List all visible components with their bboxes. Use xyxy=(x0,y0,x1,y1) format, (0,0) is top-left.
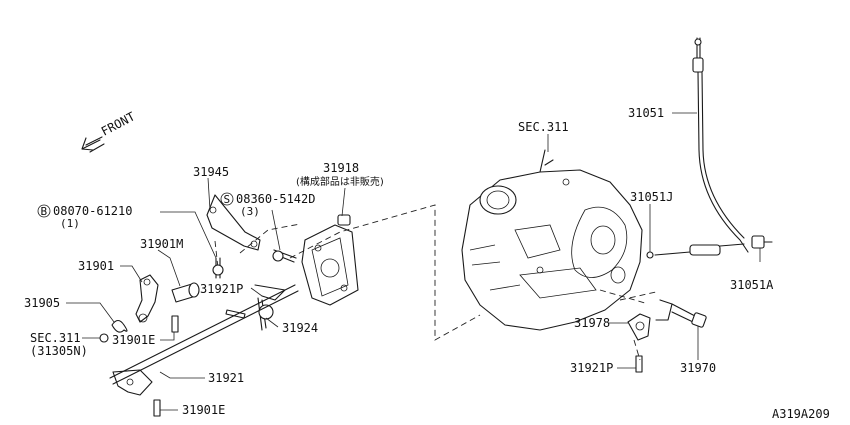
label-31970: 31970 xyxy=(680,361,716,375)
bolt-symbol-letter: B xyxy=(41,205,48,218)
label-31901E-lower: 31901E xyxy=(182,403,225,417)
diagram-code: A319A209 xyxy=(772,407,830,421)
label-31051: 31051 xyxy=(628,106,664,120)
right-lower-parts xyxy=(627,299,707,373)
label-31051A: 31051A xyxy=(730,278,774,292)
label-bolt-08070-61210: 08070-61210 xyxy=(53,204,132,218)
label-31901M: 31901M xyxy=(140,237,183,251)
label-31051J: 31051J xyxy=(630,190,673,204)
bolt-symbol-circle xyxy=(37,204,51,218)
screw-symbol-letter: S xyxy=(224,193,231,206)
label-31921: 31921 xyxy=(208,371,244,385)
front-arrow-icon xyxy=(81,136,105,153)
label-31918: 31918 xyxy=(323,161,359,175)
label-31901E-upper: 31901E xyxy=(112,333,155,347)
screw-symbol-circle xyxy=(220,192,234,206)
label-sec311-left-ref: (31305N) xyxy=(30,344,88,358)
transaxle-housing xyxy=(461,149,643,331)
label-31905: 31905 xyxy=(24,296,60,310)
label-screw-08360-5142D: 08360-5142D xyxy=(236,192,315,206)
label-sec311-right: SEC.311 xyxy=(518,120,569,134)
label-31918-note: (構成部品は非販売) xyxy=(296,175,384,188)
leader-lines xyxy=(66,112,761,411)
left-small-parts xyxy=(99,274,200,343)
label-31901: 31901 xyxy=(78,259,114,273)
label-31921P-left: 31921P xyxy=(200,282,243,296)
label-31921P-right: 31921P xyxy=(570,361,613,375)
label-31924: 31924 xyxy=(282,321,318,335)
label-bolt-qty: (1) xyxy=(60,217,80,230)
label-31945: 31945 xyxy=(193,165,229,179)
shift-cable xyxy=(646,37,773,259)
label-sec311-left: SEC.311 xyxy=(30,331,81,345)
label-screw-qty: (3) xyxy=(240,205,260,218)
left-assembly xyxy=(109,194,359,417)
assembly-dashed-lines xyxy=(214,204,657,361)
front-label: FRONT xyxy=(99,109,137,138)
label-31978: 31978 xyxy=(574,316,610,330)
